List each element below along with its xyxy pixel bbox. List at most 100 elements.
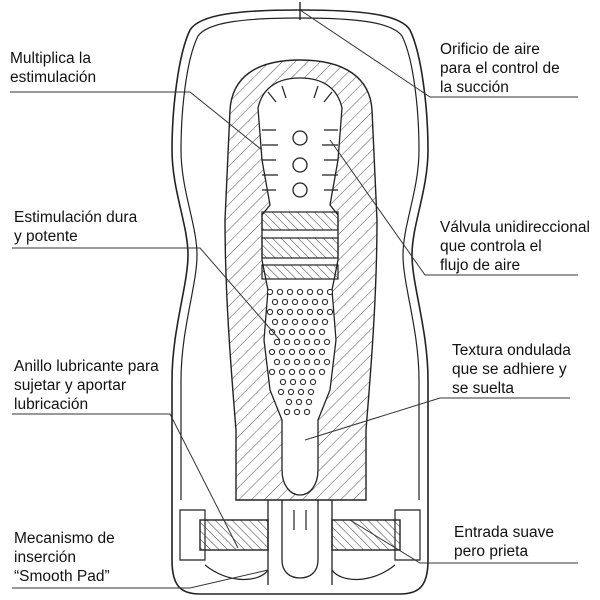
top-ridges: [262, 85, 338, 191]
bottom-ring-right: [394, 509, 421, 561]
label-line: estimulación: [10, 69, 97, 86]
label-valvula: Válvula unidireccional que controla el f…: [440, 218, 600, 275]
label-line: que controla el: [440, 238, 542, 255]
texture-dot: [316, 288, 324, 296]
dimple: [292, 182, 308, 198]
label-line: inserción: [14, 549, 77, 566]
label-anillo: Anillo lubricante para sujetar y aportar…: [14, 357, 159, 414]
leader-valvula: [329, 139, 578, 276]
texture-dot: [318, 348, 326, 356]
label-line: se suelta: [452, 380, 515, 397]
texture-dot: [291, 318, 299, 326]
texture-dot: [277, 388, 285, 396]
label-line: lubricación: [14, 396, 89, 413]
texture-dot: [281, 318, 289, 326]
leader-anillo: [12, 413, 239, 549]
texture-dot: [303, 358, 311, 366]
label-line: Anillo lubricante para: [14, 358, 159, 375]
outer-casing: [171, 9, 429, 595]
texture-dot: [291, 298, 299, 306]
valve-block: [261, 237, 339, 259]
label-line: “Smooth Pad”: [14, 568, 110, 585]
texture-dot: [313, 338, 321, 346]
dimple: [292, 130, 308, 146]
label-line: Válvula unidireccional: [440, 219, 590, 236]
texture-dot: [295, 398, 303, 406]
label-orificio: Orificio de aire para el control de la s…: [440, 40, 560, 97]
label-line: pero prieta: [454, 543, 529, 560]
label-line: para el control de: [440, 60, 560, 77]
leader-lines: [10, 9, 578, 589]
texture-dot: [306, 288, 314, 296]
texture-dot: [271, 318, 279, 326]
lubricant-ring-left: [199, 519, 269, 551]
texture-dot: [266, 288, 274, 296]
texture-dot: [306, 308, 314, 316]
label-line: Entrada suave: [454, 524, 554, 541]
texture-dot: [316, 308, 324, 316]
texture-dot: [287, 388, 295, 396]
texture-dot: [296, 288, 304, 296]
texture-dot: [308, 368, 316, 376]
texture-dot: [311, 318, 319, 326]
texture-dot: [271, 298, 279, 306]
texture-dot: [273, 338, 281, 346]
label-line: Orificio de aire: [440, 41, 540, 58]
inner-casing-line: [180, 17, 301, 500]
texture-dot: [288, 368, 296, 376]
texture-dot: [268, 368, 276, 376]
dot-texture: [266, 288, 334, 416]
valve-block: [261, 264, 339, 280]
texture-dot: [286, 308, 294, 316]
leader-entrada: [349, 519, 578, 564]
dimple: [292, 157, 308, 173]
label-line: y potente: [14, 228, 78, 245]
entrance-opening: [267, 500, 333, 585]
label-line: flujo de aire: [440, 257, 521, 274]
label-estimulacion: Estimulación dura y potente: [14, 208, 137, 246]
texture-dot: [283, 358, 291, 366]
label-entrada: Entrada suave pero prieta: [454, 523, 554, 561]
texture-dot: [321, 318, 329, 326]
label-textura: Textura ondulada que se adhiere y se sue…: [452, 341, 571, 398]
texture-dot: [301, 298, 309, 306]
texture-dot: [268, 348, 276, 356]
texture-dot: [289, 378, 297, 386]
leader-textura: [304, 397, 570, 441]
label-line: sujetar y aportar: [14, 377, 126, 394]
texture-dot: [297, 388, 305, 396]
texture-dot: [323, 338, 331, 346]
texture-dot: [318, 368, 326, 376]
texture-dot: [285, 398, 293, 406]
lubricant-ring-right: [331, 519, 401, 551]
texture-dot: [278, 368, 286, 376]
inner-casing-line-right: [299, 17, 420, 500]
texture-dot: [311, 298, 319, 306]
texture-dot: [313, 358, 321, 366]
texture-dot: [286, 288, 294, 296]
texture-dot: [296, 308, 304, 316]
texture-dot: [288, 348, 296, 356]
texture-dot: [283, 408, 291, 416]
texture-dot: [299, 378, 307, 386]
texture-dot: [281, 298, 289, 306]
texture-dot: [278, 328, 286, 336]
texture-dot: [303, 408, 311, 416]
label-line: que se adhiere y: [452, 361, 567, 378]
texture-dot: [278, 348, 286, 356]
texture-dot: [276, 288, 284, 296]
texture-dot: [307, 388, 315, 396]
texture-dot: [293, 338, 301, 346]
label-line: Multiplica la: [10, 50, 91, 67]
texture-dot: [298, 368, 306, 376]
texture-dot: [279, 378, 287, 386]
texture-dot: [308, 348, 316, 356]
texture-dot: [268, 328, 276, 336]
texture-dot: [283, 338, 291, 346]
texture-dot: [305, 398, 313, 406]
texture-dot: [318, 328, 326, 336]
texture-dot: [326, 288, 334, 296]
label-line: Mecanismo de: [14, 530, 115, 547]
